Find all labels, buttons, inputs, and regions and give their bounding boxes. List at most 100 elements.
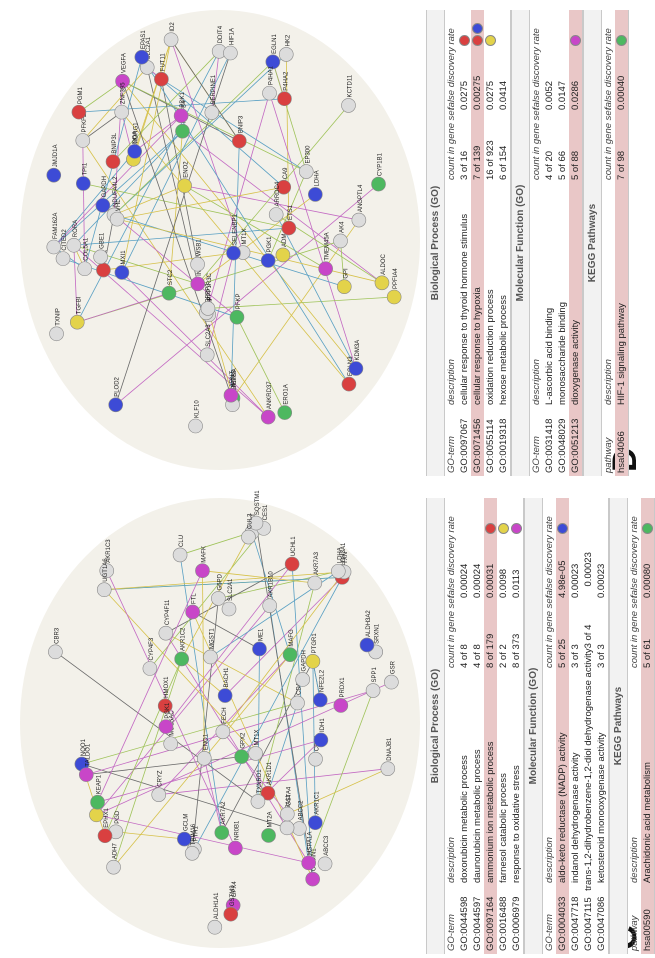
network-node[interactable]: TGFBI: [69, 296, 85, 330]
network-node[interactable]: AK4: [333, 221, 348, 249]
network-node[interactable]: GSTM3: [223, 885, 239, 922]
network-node[interactable]: NDRG1: [127, 122, 142, 159]
network-node[interactable]: ENO1: [196, 733, 212, 766]
network-node[interactable]: UCHL1: [284, 536, 300, 572]
network-node[interactable]: ABCC2: [292, 800, 307, 836]
network-node[interactable]: ADM: [275, 234, 291, 263]
network-node[interactable]: GPX2: [234, 732, 249, 764]
network-node[interactable]: PPFIA4: [386, 268, 402, 305]
network-node[interactable]: TRIM16: [184, 823, 200, 861]
network-node[interactable]: VHL: [109, 199, 125, 227]
network-node[interactable]: MGST1: [203, 628, 218, 665]
network-node[interactable]: CD44: [290, 679, 305, 711]
network-node[interactable]: G6PD: [211, 573, 226, 606]
network-node[interactable]: MAFK: [195, 546, 210, 579]
network-node[interactable]: EP300: [298, 145, 314, 179]
network-node[interactable]: EPHX1: [97, 807, 113, 844]
network-node[interactable]: P4HA1: [262, 65, 277, 101]
network-node[interactable]: JMJD1A: [46, 145, 62, 183]
network-node[interactable]: ARRDC4: [268, 181, 284, 222]
network-node[interactable]: CLU: [172, 535, 188, 563]
network-node[interactable]: STC2: [161, 269, 177, 301]
network-node[interactable]: ENO2: [177, 161, 192, 194]
network-node[interactable]: CYP4F11: [158, 599, 174, 641]
network-node[interactable]: SQSTM1: [248, 490, 264, 531]
network-node[interactable]: GPI: [336, 268, 352, 294]
network-node[interactable]: MT2A: [261, 811, 276, 843]
network-node[interactable]: SELENBP1: [226, 213, 241, 261]
network-node[interactable]: PLOD2: [108, 376, 124, 413]
network-node[interactable]: ME1: [252, 628, 267, 657]
network-node[interactable]: SLC2A3: [199, 324, 215, 363]
network-node[interactable]: AKR7A2: [214, 801, 230, 840]
network-node[interactable]: HIF1A: [223, 28, 238, 61]
network-node[interactable]: PGM1: [71, 86, 87, 120]
network-node[interactable]: ALDH1A1: [207, 892, 223, 935]
network-node[interactable]: CUL3: [241, 513, 256, 545]
network-node[interactable]: BNIP3: [232, 115, 247, 149]
network-node[interactable]: ID2: [163, 22, 179, 47]
network-node[interactable]: CBR3: [48, 627, 63, 660]
network-node[interactable]: GSR: [384, 660, 399, 690]
network-node[interactable]: ABCC3: [317, 835, 333, 872]
network-node[interactable]: UGT1A6: [96, 558, 112, 598]
network-node[interactable]: GCLM: [177, 814, 192, 847]
network-node[interactable]: AKR1B10: [262, 571, 277, 613]
network-node[interactable]: SERPINE1: [204, 74, 220, 120]
network-node[interactable]: EPAS1: [134, 30, 150, 65]
network-node[interactable]: TPI1: [76, 162, 91, 191]
network-node[interactable]: TALDO1: [78, 743, 94, 782]
network-node[interactable]: GAPDH: [295, 650, 310, 687]
network-node[interactable]: TXNRD1: [250, 769, 266, 809]
network-node[interactable]: IDH1: [313, 718, 329, 748]
network-node[interactable]: P4HA2: [277, 71, 292, 107]
network-node[interactable]: DDIT4: [211, 25, 227, 59]
network-node[interactable]: MXI1: [114, 250, 130, 280]
network-node[interactable]: EGLN1: [265, 33, 281, 70]
network-node[interactable]: PGK1: [260, 236, 276, 268]
network-node[interactable]: AKR1C3: [99, 539, 115, 579]
network-node[interactable]: LDHA: [331, 547, 346, 579]
network-node[interactable]: FTL: [185, 593, 200, 620]
network-node[interactable]: MUC5AC: [163, 710, 179, 752]
network-node[interactable]: TMEM45A: [318, 232, 333, 276]
network-node[interactable]: KEAP1: [90, 774, 105, 810]
network-node[interactable]: CRYZ: [151, 770, 167, 802]
network-node[interactable]: NFE2L2: [312, 669, 328, 708]
network-node[interactable]: BACH1: [217, 667, 233, 703]
network-node[interactable]: GAPDH: [95, 176, 111, 213]
network-node[interactable]: ZNF395: [114, 82, 130, 120]
network-node[interactable]: PPP1R3C: [200, 272, 216, 316]
network-node[interactable]: PGK1: [158, 702, 174, 734]
network-node[interactable]: SPP1: [365, 667, 381, 698]
network-node[interactable]: COL5A1: [77, 237, 92, 277]
network-node[interactable]: WSB1: [190, 239, 205, 272]
network-node[interactable]: CYP4F3: [142, 637, 158, 676]
network-node[interactable]: BNIP3L: [105, 132, 121, 169]
network-node[interactable]: HK2: [278, 34, 294, 62]
network-node[interactable]: VEGFA: [115, 53, 130, 89]
network-node[interactable]: KDM3A: [348, 340, 364, 376]
network-node[interactable]: CITED2: [55, 229, 71, 266]
network-node[interactable]: KLF10: [188, 400, 203, 434]
network-node[interactable]: PRDX1: [333, 677, 349, 713]
network-node[interactable]: ADH7: [106, 842, 121, 875]
network-node[interactable]: GSTA4: [280, 786, 295, 822]
network-node[interactable]: HMOX1: [157, 676, 173, 714]
